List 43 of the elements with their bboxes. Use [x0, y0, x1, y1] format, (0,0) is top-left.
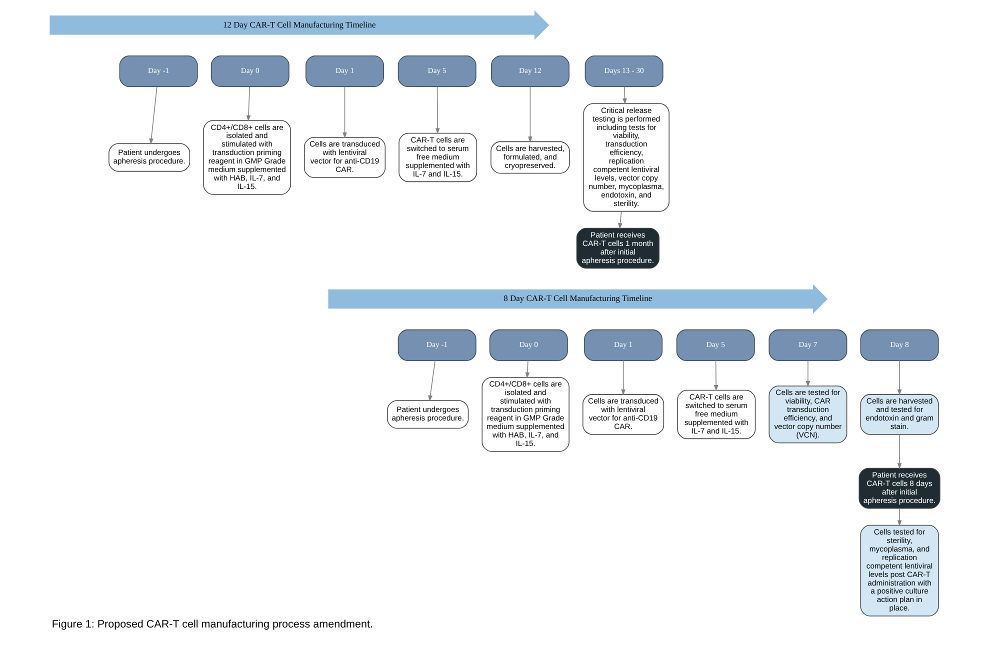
arrow — [897, 360, 902, 396]
node-box: CAR-T cells are switched to serum free medium supplemented with IL-7 and IL-15. — [677, 390, 756, 440]
node-box: Patient receives CAR-T cells 8 days after initial apheresis procedure. — [858, 468, 940, 509]
arrow — [525, 360, 530, 378]
node-box: Day 0 — [489, 329, 568, 361]
node-box: Day -1 — [119, 56, 198, 88]
arrow — [618, 211, 622, 230]
node-box: Day 7 — [768, 329, 848, 361]
node-box: CD4+/CD8+ cells are isolated and stimulated with transduction priming reagent in GMP Grade medium supplemented with HAB, IL-7, and IL-15. — [203, 120, 291, 195]
arrow — [342, 86, 347, 139]
node-box: Cells are transduced with lentiviral vector for anti-CD19 CAR. — [582, 394, 664, 435]
node-box: CD4+/CD8+ cells are isolated and stimulated with transduction priming reagent in GMP Grade medium supplemented with HAB, IL-7, and IL-15. — [482, 377, 570, 452]
node-box: Day 0 — [210, 56, 290, 88]
node-box: CAR-T cells are switched to serum free medium supplemented with IL-7 and IL-15. — [398, 132, 478, 182]
node-box: Day -1 — [398, 329, 476, 361]
node-box: Days 13 - 30 — [584, 56, 664, 88]
node-box: Cells are harvested and tested for endotoxin and gram stain. — [860, 394, 939, 435]
node-box: Cells are tested for viability, CAR transduction efficiency, and vector copy number (VCN). — [768, 386, 848, 444]
node-box: Day 1 — [306, 56, 384, 88]
caption: Figure 1: Proposed CAR-T cell manufacturing process amendment. — [52, 618, 373, 631]
arrow — [428, 360, 436, 402]
node-box: Patient undergoes apheresis procedure. — [108, 143, 190, 172]
node-box: Day 5 — [676, 329, 755, 361]
node-box: Patient receives CAR-T cells 1 month after initial apheresis procedure. — [576, 228, 660, 269]
node-box: Day 8 — [860, 329, 939, 361]
node-box: Day 5 — [398, 56, 476, 88]
node-box: Cells are transduced with lentiviral vector for anti-CD19 CAR. — [304, 137, 386, 178]
arrow — [621, 360, 626, 396]
arrow — [528, 86, 532, 143]
arrow — [897, 434, 902, 470]
arrow — [435, 86, 440, 134]
arrow — [806, 360, 810, 388]
node-box: Day 1 — [584, 329, 663, 361]
node-box: Patient undergoes apheresis procedure. — [387, 400, 469, 429]
arrow — [714, 360, 718, 392]
node-box: Critical release testing is performed including tests for viability, transduction efficiency, replication competent lentiviral levels, vector copy number, mycoplasma, endotoxin, and sterility. — [583, 103, 670, 212]
arrow — [897, 508, 902, 526]
node-box: Cells are harvested, formulated, and cryopreserved. — [490, 141, 570, 174]
arrow — [149, 86, 158, 145]
node-box: Cells tested for sterility, mycoplasma, and replication competent lentiviral levels post CAR-T administration with a positive culture action plan in place. — [860, 524, 939, 616]
node-box: Day 12 — [490, 56, 570, 88]
arrow — [622, 86, 627, 104]
arrow — [246, 86, 251, 122]
